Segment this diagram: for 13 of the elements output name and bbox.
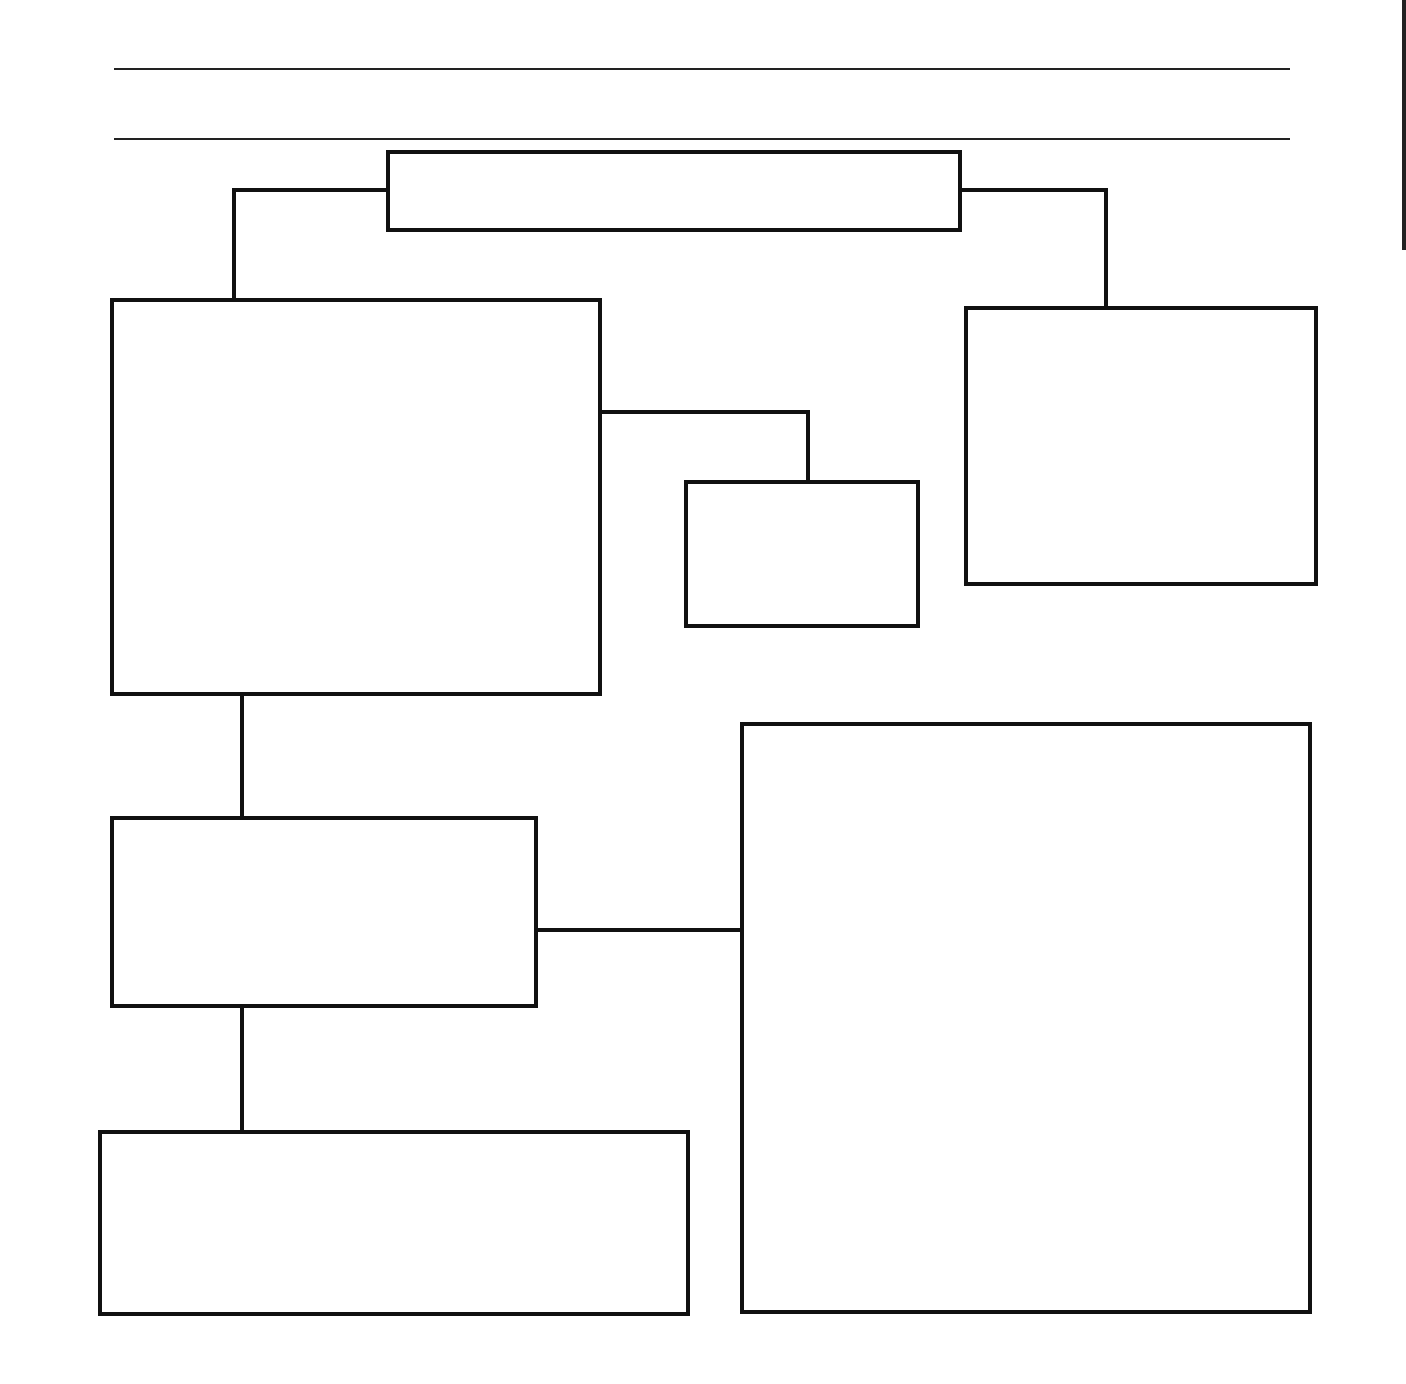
connector-line bbox=[538, 928, 740, 932]
connector-line bbox=[962, 188, 1108, 306]
connector-line bbox=[232, 188, 386, 298]
empty-box bbox=[98, 1130, 690, 1316]
connector-line bbox=[240, 696, 244, 816]
empty-box bbox=[964, 306, 1318, 586]
empty-box bbox=[740, 722, 1312, 1314]
connector-line bbox=[602, 410, 810, 480]
empty-box bbox=[386, 150, 962, 232]
connector-line bbox=[240, 1008, 244, 1130]
empty-box bbox=[684, 480, 920, 628]
empty-box bbox=[110, 816, 538, 1008]
empty-box bbox=[110, 298, 602, 696]
